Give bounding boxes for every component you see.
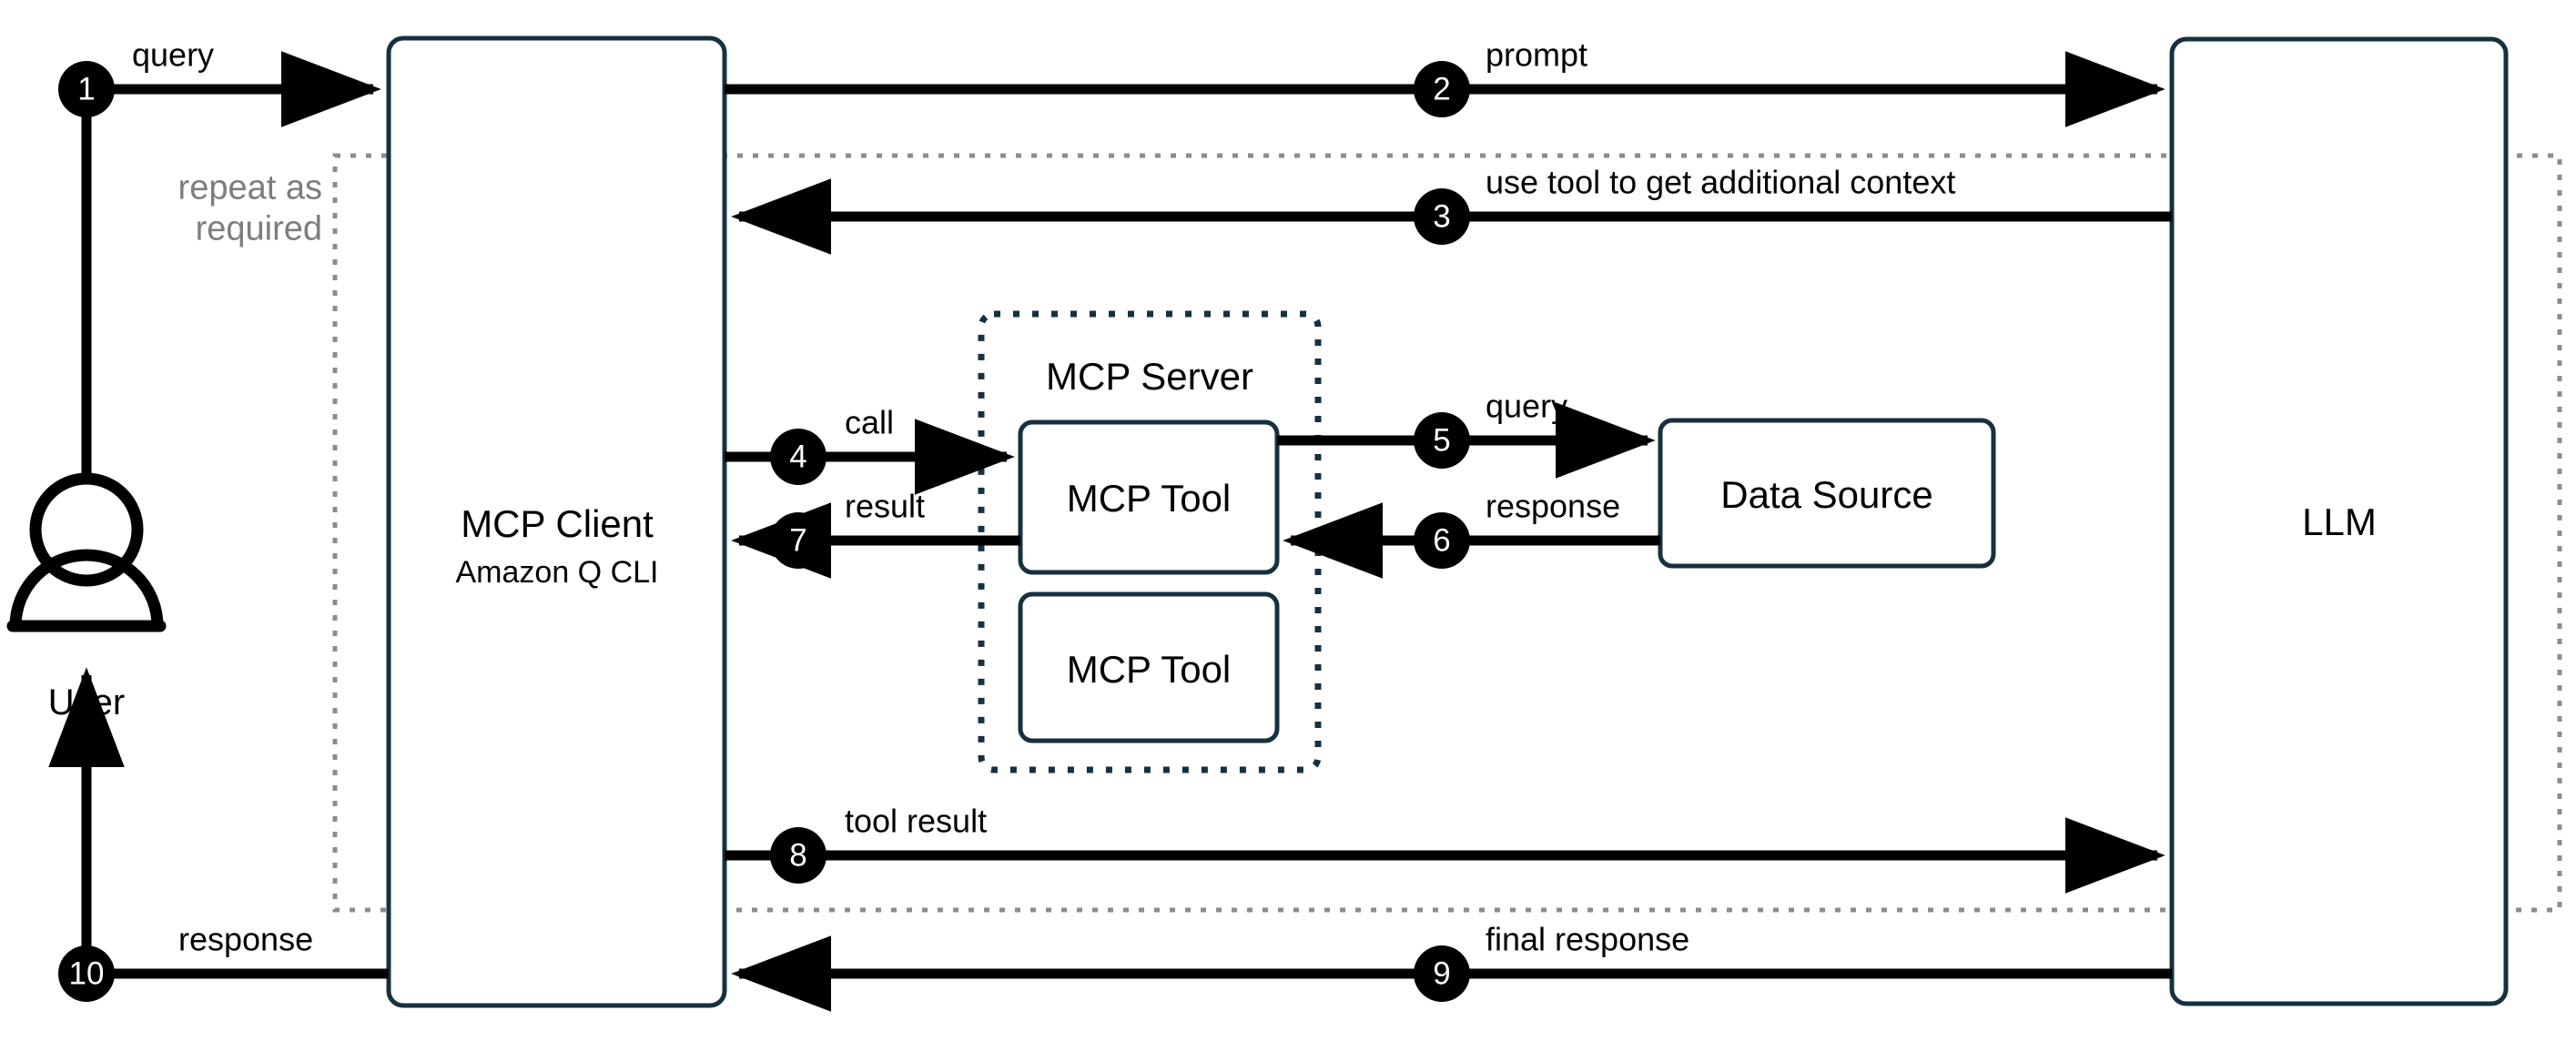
- step-badge-6-number: 6: [1433, 523, 1450, 559]
- step-badge-2[interactable]: 2: [1414, 61, 1470, 117]
- step-badge-5[interactable]: 5: [1414, 412, 1470, 469]
- mcp-server-label: MCP Server: [1046, 355, 1253, 398]
- step-badge-2-number: 2: [1433, 72, 1450, 107]
- step-label-1: query: [132, 35, 214, 73]
- mcp-client-label: MCP Client: [461, 502, 654, 545]
- mcp-tool-2-box[interactable]: [1018, 591, 1280, 743]
- user-label: User: [48, 682, 125, 723]
- step-badge-8-number: 8: [789, 838, 806, 874]
- step-label-10: response: [178, 920, 313, 957]
- step-label-6: response: [1486, 487, 1620, 524]
- step-badge-3-number: 3: [1433, 199, 1450, 235]
- mcp-client-box[interactable]: [386, 35, 727, 1008]
- step-badge-1[interactable]: 1: [58, 61, 115, 117]
- llm-box[interactable]: [2169, 36, 2509, 1006]
- mcp-tool-2-label: MCP Tool: [1067, 648, 1232, 691]
- step-label-3: use tool to get additional context: [1486, 163, 1955, 200]
- repeat-region-label-line1: repeat as: [178, 168, 322, 207]
- data-source-box[interactable]: [1658, 418, 1996, 569]
- step-badge-6[interactable]: 6: [1414, 512, 1470, 569]
- step-badge-3[interactable]: 3: [1414, 188, 1470, 245]
- step-badge-8[interactable]: 8: [770, 827, 827, 884]
- repeat-region-label-line2: required: [196, 209, 322, 248]
- step-badge-10-number: 10: [69, 956, 105, 992]
- llm-label: LLM: [2302, 500, 2377, 543]
- step-badge-9[interactable]: 9: [1414, 945, 1470, 1002]
- step-badge-9-number: 9: [1433, 956, 1450, 992]
- step-label-9: final response: [1486, 920, 1689, 957]
- step-label-8: tool result: [845, 802, 987, 839]
- step-badge-10[interactable]: 10: [58, 945, 115, 1002]
- step-badge-5-number: 5: [1433, 423, 1450, 459]
- repeat-region-outline: [332, 153, 2562, 913]
- step-badge-4[interactable]: 4: [770, 429, 827, 485]
- person-icon: [6, 472, 167, 632]
- data-source-label: Data Source: [1720, 473, 1932, 516]
- mcp-server-box[interactable]: [978, 310, 1322, 773]
- step-label-2: prompt: [1486, 35, 1587, 73]
- step-badge-7[interactable]: 7: [770, 512, 827, 569]
- step-label-4: call: [845, 403, 894, 440]
- mcp-tool-1-box[interactable]: [1018, 419, 1280, 575]
- step-label-5: query: [1486, 387, 1567, 424]
- mcp-client-sublabel: Amazon Q CLI: [456, 555, 659, 590]
- mcp-tool-1-label: MCP Tool: [1067, 477, 1232, 520]
- step-label-7: result: [845, 487, 925, 524]
- step-badge-7-number: 7: [789, 523, 806, 559]
- step-badge-4-number: 4: [789, 440, 806, 475]
- step-badge-1-number: 1: [77, 72, 95, 107]
